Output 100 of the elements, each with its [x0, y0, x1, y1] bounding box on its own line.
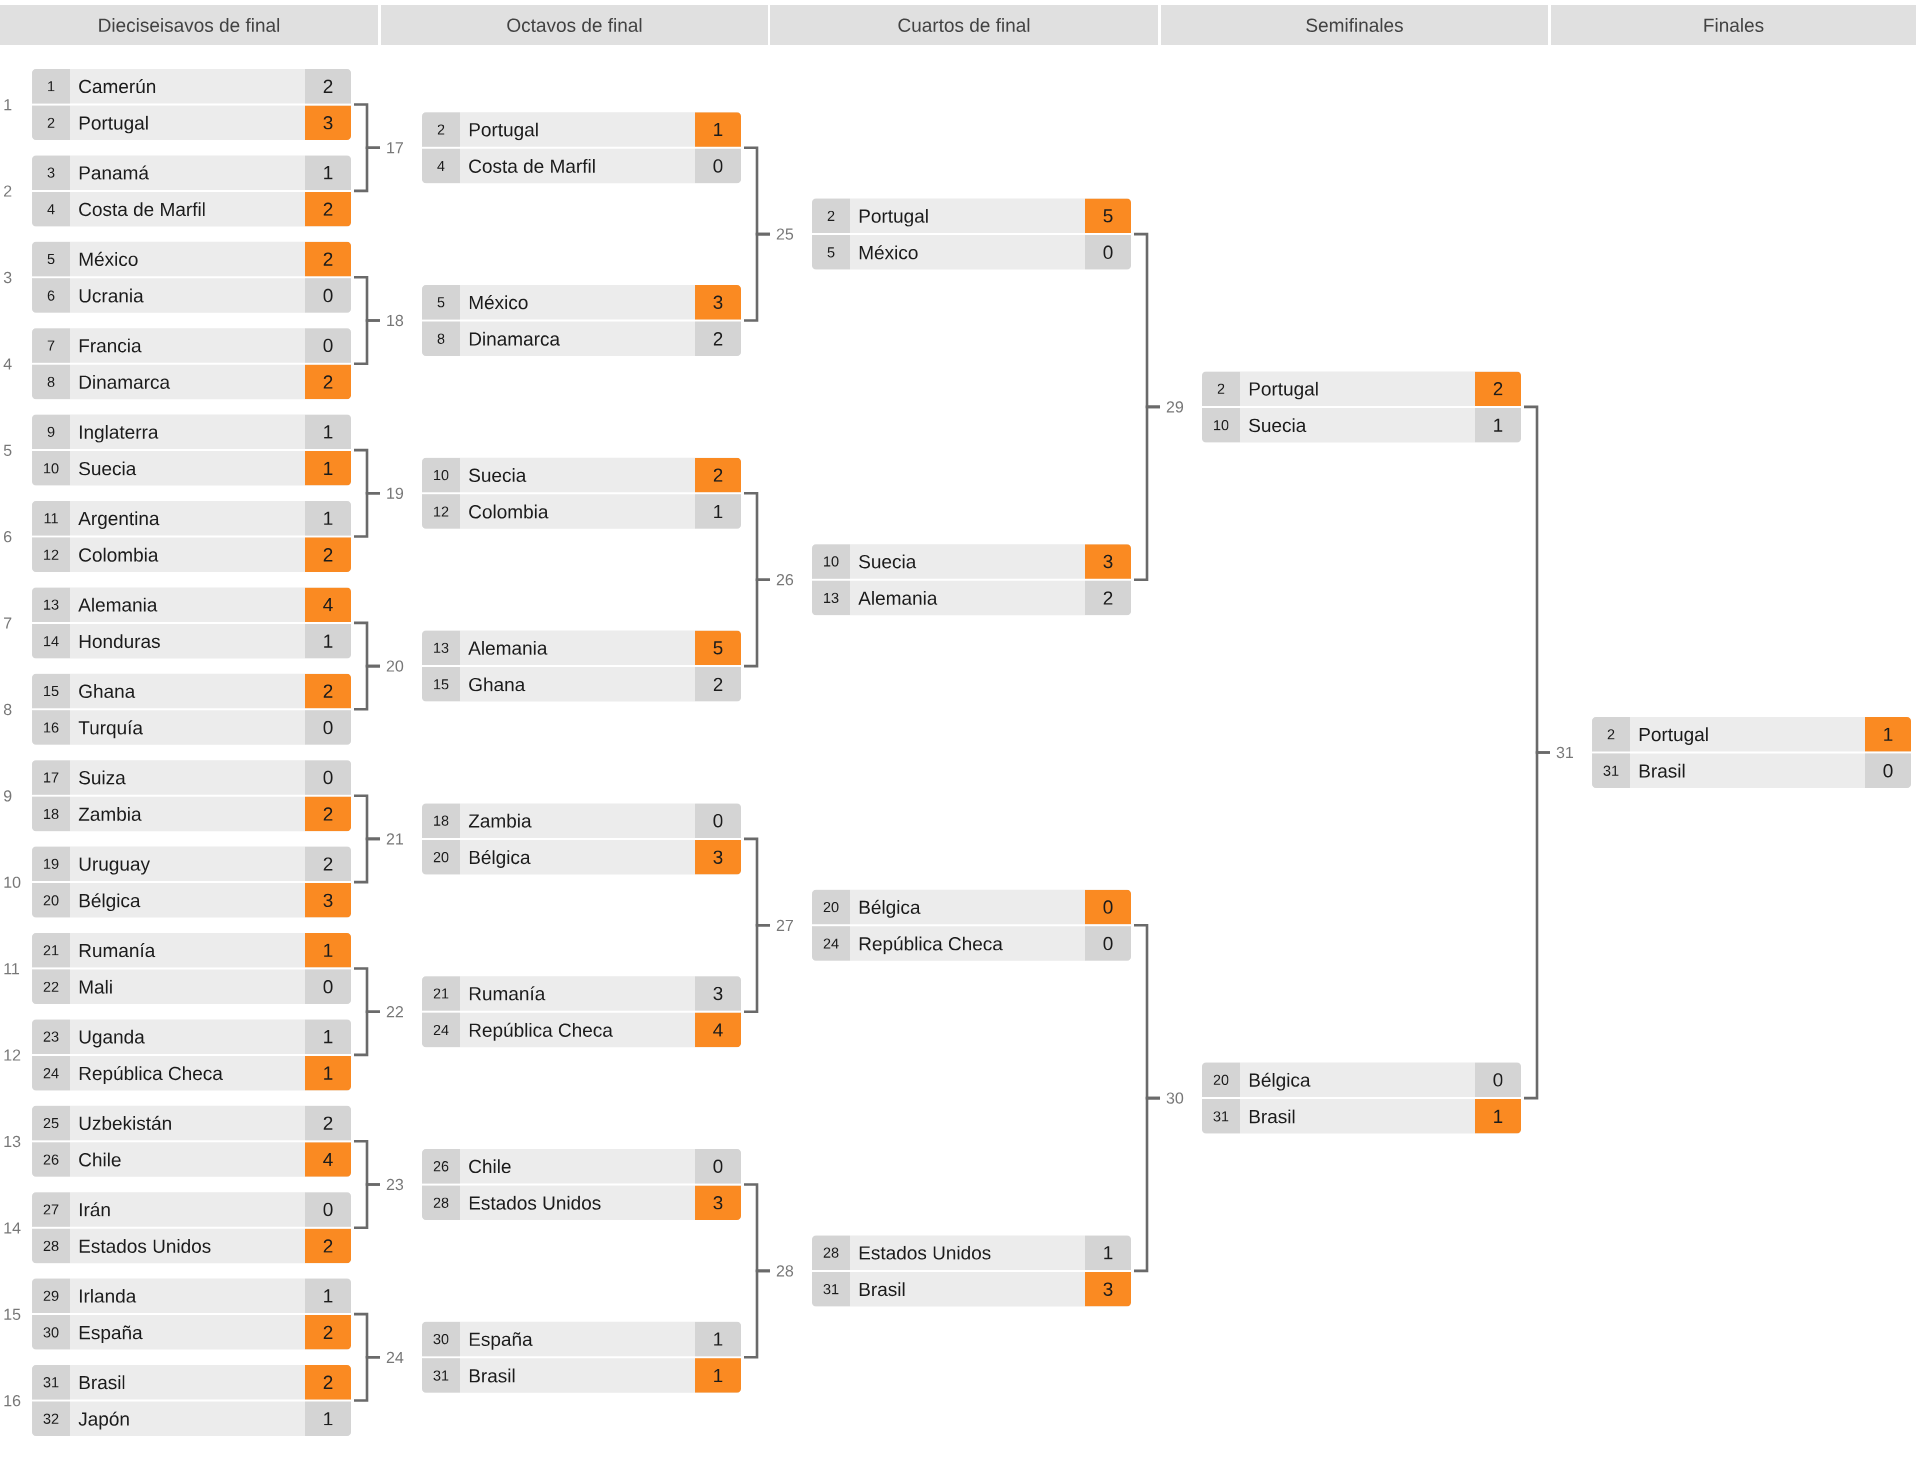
team-name: Suecia: [469, 468, 527, 483]
match-number: 28: [776, 1265, 794, 1277]
team-name: Argentina: [78, 511, 160, 529]
team-name: Ghana: [79, 684, 136, 699]
seed-cell: 32: [32, 1401, 70, 1436]
score-cell: 1: [695, 112, 741, 147]
seed-cell: 10: [32, 451, 70, 486]
team-name: Irlanda: [79, 1288, 137, 1303]
team-name: Zambia: [468, 813, 532, 828]
score-cell: 1: [305, 1401, 351, 1436]
score-cell: 2: [695, 321, 741, 356]
seed-cell: 9: [32, 414, 70, 450]
team-name: Dinamarca: [79, 375, 171, 389]
team-name: Estados Unidos: [859, 1245, 991, 1260]
seed-cell: 24: [422, 1012, 460, 1048]
team-name: Portugal: [1639, 727, 1708, 745]
column-header: Semifinales: [1161, 5, 1548, 45]
score-cell: 1: [305, 414, 351, 450]
match-number: 7: [4, 617, 12, 629]
team-name: Turquía: [78, 720, 143, 739]
seed-cell: 7: [32, 328, 70, 363]
seed-cell: 12: [32, 537, 70, 572]
score-cell: 0: [1865, 753, 1911, 788]
match-number: 26: [776, 574, 794, 586]
team-name: España: [79, 1325, 143, 1344]
score-cell: 2: [305, 191, 351, 227]
seed-cell: 13: [32, 587, 70, 622]
node-label: Cuartos de final: [898, 18, 1030, 32]
match-number: 11: [4, 963, 20, 975]
seed-cell: 17: [32, 760, 70, 795]
match-number: 8: [3, 703, 12, 716]
score-cell: 4: [305, 587, 351, 622]
team-name: Colombia: [79, 547, 159, 562]
team-name: Estados Unidos: [469, 1195, 601, 1210]
team-name: Brasil: [1249, 1109, 1295, 1124]
score-cell: 2: [1085, 580, 1131, 616]
score-cell: 3: [305, 883, 351, 918]
team-name: Suecia: [859, 554, 917, 569]
team-name: Rumanía: [469, 986, 546, 1001]
seed-cell: 18: [32, 796, 70, 832]
seed-cell: 18: [422, 803, 460, 838]
seed-cell: 31: [422, 1358, 460, 1393]
match-number: 16: [4, 1395, 21, 1407]
team-name: Irán: [79, 1202, 110, 1217]
seed-cell: 4: [32, 191, 70, 227]
node-label: Octavos de final: [507, 18, 642, 32]
seed-cell: 20: [422, 839, 460, 875]
team-name: Colombia: [469, 504, 549, 519]
score-cell: 2: [1475, 371, 1521, 406]
column-header: Finales: [1551, 5, 1916, 45]
score-cell: 0: [1475, 1062, 1521, 1098]
match-number: 30: [1166, 1092, 1184, 1104]
match-number: 17: [387, 142, 403, 154]
score-cell: 2: [305, 364, 351, 400]
score-cell: 2: [305, 1228, 351, 1264]
seed-cell: 12: [422, 494, 460, 529]
team-name: Mali: [79, 979, 112, 994]
seed-cell: 20: [812, 889, 850, 925]
seed-cell: 2: [812, 198, 850, 234]
score-cell: 2: [305, 673, 351, 709]
score-cell: 4: [305, 1142, 351, 1177]
team-name: Brasil: [859, 1282, 905, 1297]
team-name: Ghana: [469, 677, 526, 692]
seed-cell: 11: [32, 501, 70, 536]
team-name: España: [469, 1332, 533, 1350]
team-name: Bélgica: [1249, 1072, 1311, 1091]
match-number: 2: [4, 185, 12, 197]
team-name: Costa de Marfil: [469, 159, 595, 173]
score-cell: 1: [305, 155, 351, 190]
seed-cell: 2: [1202, 371, 1240, 406]
score-cell: 3: [1085, 544, 1131, 579]
team-name: Brasil: [79, 1375, 125, 1390]
match-number: 29: [1166, 401, 1184, 413]
score-cell: 0: [305, 328, 351, 363]
bracket-line: [354, 1356, 380, 1402]
seed-cell: 6: [32, 278, 70, 313]
seed-cell: 4: [422, 148, 460, 184]
team-name: República Checa: [859, 936, 1003, 955]
bracket-line: [354, 492, 380, 538]
team-name: República Checa: [79, 1065, 223, 1084]
score-cell: 1: [1085, 1235, 1131, 1270]
team-name: Japón: [78, 1411, 129, 1430]
team-name: Uganda: [79, 1029, 145, 1048]
seed-cell: 20: [1202, 1062, 1240, 1098]
match-number: 13: [4, 1135, 21, 1148]
seed-cell: 2: [1592, 717, 1630, 752]
score-cell: 0: [1085, 235, 1131, 270]
seed-cell: 8: [32, 364, 70, 400]
score-cell: 2: [695, 667, 741, 702]
score-cell: 1: [1475, 1099, 1521, 1134]
match-number: 6: [4, 531, 12, 543]
score-cell: 3: [695, 285, 741, 320]
seed-cell: 22: [32, 969, 70, 1004]
seed-cell: 3: [32, 155, 70, 190]
score-cell: 1: [305, 933, 351, 968]
match-number: 10: [4, 876, 21, 888]
team-name: Francia: [79, 338, 142, 353]
bracket-line: [1524, 751, 1550, 1100]
seed-cell: 1: [32, 69, 70, 104]
seed-cell: 10: [422, 457, 460, 493]
